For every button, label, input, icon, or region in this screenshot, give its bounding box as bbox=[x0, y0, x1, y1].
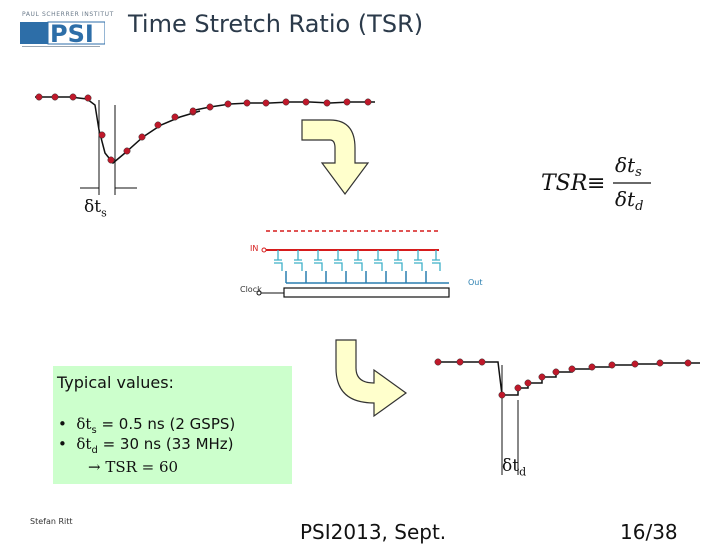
delta-ts-label: δts bbox=[84, 197, 107, 220]
curved-arrow-down-1 bbox=[301, 119, 370, 196]
footer-conference: PSI2013, Sept. bbox=[300, 520, 447, 544]
stretched-waveform-bottom bbox=[434, 358, 700, 475]
typical-values-box bbox=[53, 366, 292, 484]
svg-text:PSI: PSI bbox=[50, 20, 94, 46]
typical-values-title: Typical values: bbox=[57, 373, 174, 392]
tsr-equation: TSR ≡ δts δtd bbox=[541, 153, 651, 214]
typical-value-td: • δtd = 30 ns (33 MHz) bbox=[58, 435, 234, 456]
curved-arrow-down-2 bbox=[335, 339, 408, 418]
svg-text:δtd: δtd bbox=[615, 187, 643, 214]
delta-td-label: δtd bbox=[502, 456, 527, 479]
clock-label: Clock bbox=[240, 285, 262, 294]
in-label: IN bbox=[250, 244, 259, 253]
psi-logo: PSI bbox=[20, 20, 105, 46]
svg-text:δts: δts bbox=[615, 153, 642, 180]
sampling-circuit bbox=[256, 230, 450, 298]
sampled-waveform-top-tail bbox=[190, 98, 375, 115]
svg-text:TSR: TSR bbox=[541, 171, 587, 196]
tsr-result: → TSR = 60 bbox=[88, 458, 179, 476]
out-label: Out bbox=[468, 278, 483, 287]
logo-rule bbox=[22, 46, 100, 47]
logo-caption: PAUL SCHERRER INSTITUT bbox=[22, 11, 114, 18]
svg-text:≡: ≡ bbox=[587, 171, 605, 196]
cell-array bbox=[274, 250, 441, 271]
footer-page-number: 16/38 bbox=[620, 520, 678, 544]
typical-value-ts: • δts = 0.5 ns (2 GSPS) bbox=[58, 415, 236, 436]
sampled-waveform-top bbox=[35, 93, 201, 195]
footer-author: Stefan Ritt bbox=[30, 517, 73, 526]
slide-title: Time Stretch Ratio (TSR) bbox=[128, 10, 424, 38]
sample-markers bbox=[35, 93, 197, 164]
